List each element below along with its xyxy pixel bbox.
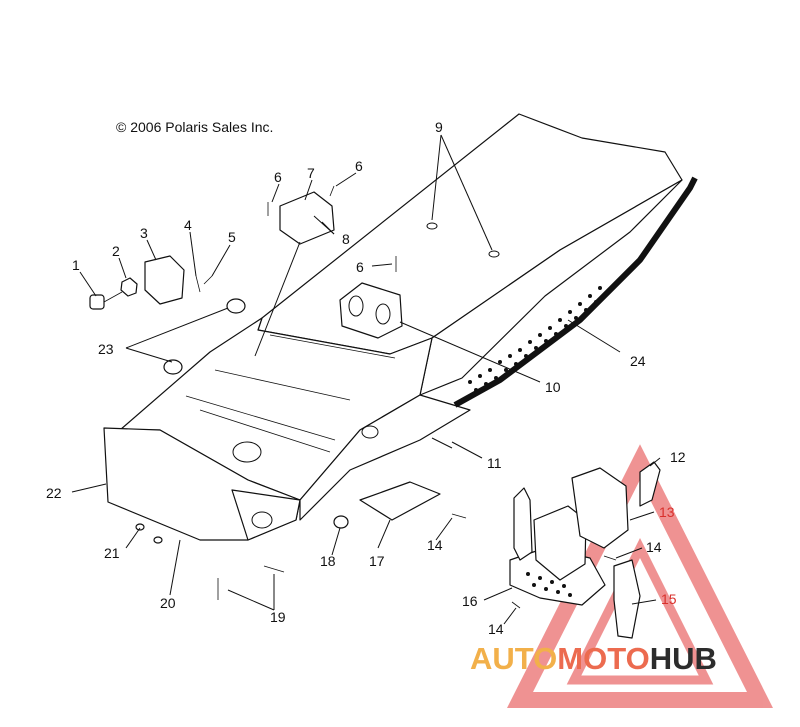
callout-24: 24 bbox=[630, 353, 646, 369]
callout-11: 11 bbox=[487, 455, 502, 471]
callout-12: 12 bbox=[670, 449, 686, 465]
chassis-frame bbox=[103, 113, 698, 541]
callout-14a: 14 bbox=[427, 537, 443, 553]
watermark-logo: AUTOMOTOHUB bbox=[470, 641, 717, 677]
callout-3: 3 bbox=[140, 225, 148, 241]
callout-18: 18 bbox=[320, 553, 336, 569]
callout-6b: 6 bbox=[355, 158, 363, 174]
running-board bbox=[419, 179, 683, 396]
callout-19: 19 bbox=[270, 609, 286, 625]
lower-side-rail bbox=[299, 394, 471, 521]
callout-14c: 14 bbox=[488, 621, 504, 637]
watermark-text-hub: HUB bbox=[649, 641, 717, 676]
callout-6c: 6 bbox=[356, 259, 364, 275]
leader-lines bbox=[71, 134, 661, 625]
hardware-items bbox=[89, 185, 617, 609]
callout-21: 21 bbox=[104, 545, 120, 561]
callout-1: 1 bbox=[72, 257, 80, 273]
front-side-plate bbox=[231, 489, 301, 541]
callout-14b: 14 bbox=[646, 539, 662, 555]
watermark-text-auto: AUTO bbox=[470, 641, 558, 676]
callout-23: 23 bbox=[98, 341, 114, 357]
callout-16: 16 bbox=[462, 593, 478, 609]
callout-22: 22 bbox=[46, 485, 62, 501]
callout-13: 13 bbox=[659, 504, 675, 520]
callout-5: 5 bbox=[228, 229, 236, 245]
tunnel-bracket bbox=[339, 282, 403, 339]
copyright-notice: © 2006 Polaris Sales Inc. bbox=[116, 119, 274, 135]
callout-10: 10 bbox=[545, 379, 561, 395]
callout-9: 9 bbox=[435, 119, 443, 135]
callout-labels: 1 2 3 4 5 6 7 6 8 9 6 10 11 12 13 14 14 … bbox=[46, 119, 686, 637]
callout-17: 17 bbox=[369, 553, 385, 569]
callout-8: 8 bbox=[342, 231, 350, 247]
callout-6a: 6 bbox=[274, 169, 282, 185]
callout-2: 2 bbox=[112, 243, 120, 259]
callout-20: 20 bbox=[160, 595, 176, 611]
callout-15: 15 bbox=[661, 591, 677, 607]
callout-4: 4 bbox=[184, 217, 192, 233]
watermark-text-moto: MOTO bbox=[557, 641, 650, 676]
rear-extension-assembly bbox=[509, 461, 661, 639]
callout-7: 7 bbox=[307, 165, 315, 181]
